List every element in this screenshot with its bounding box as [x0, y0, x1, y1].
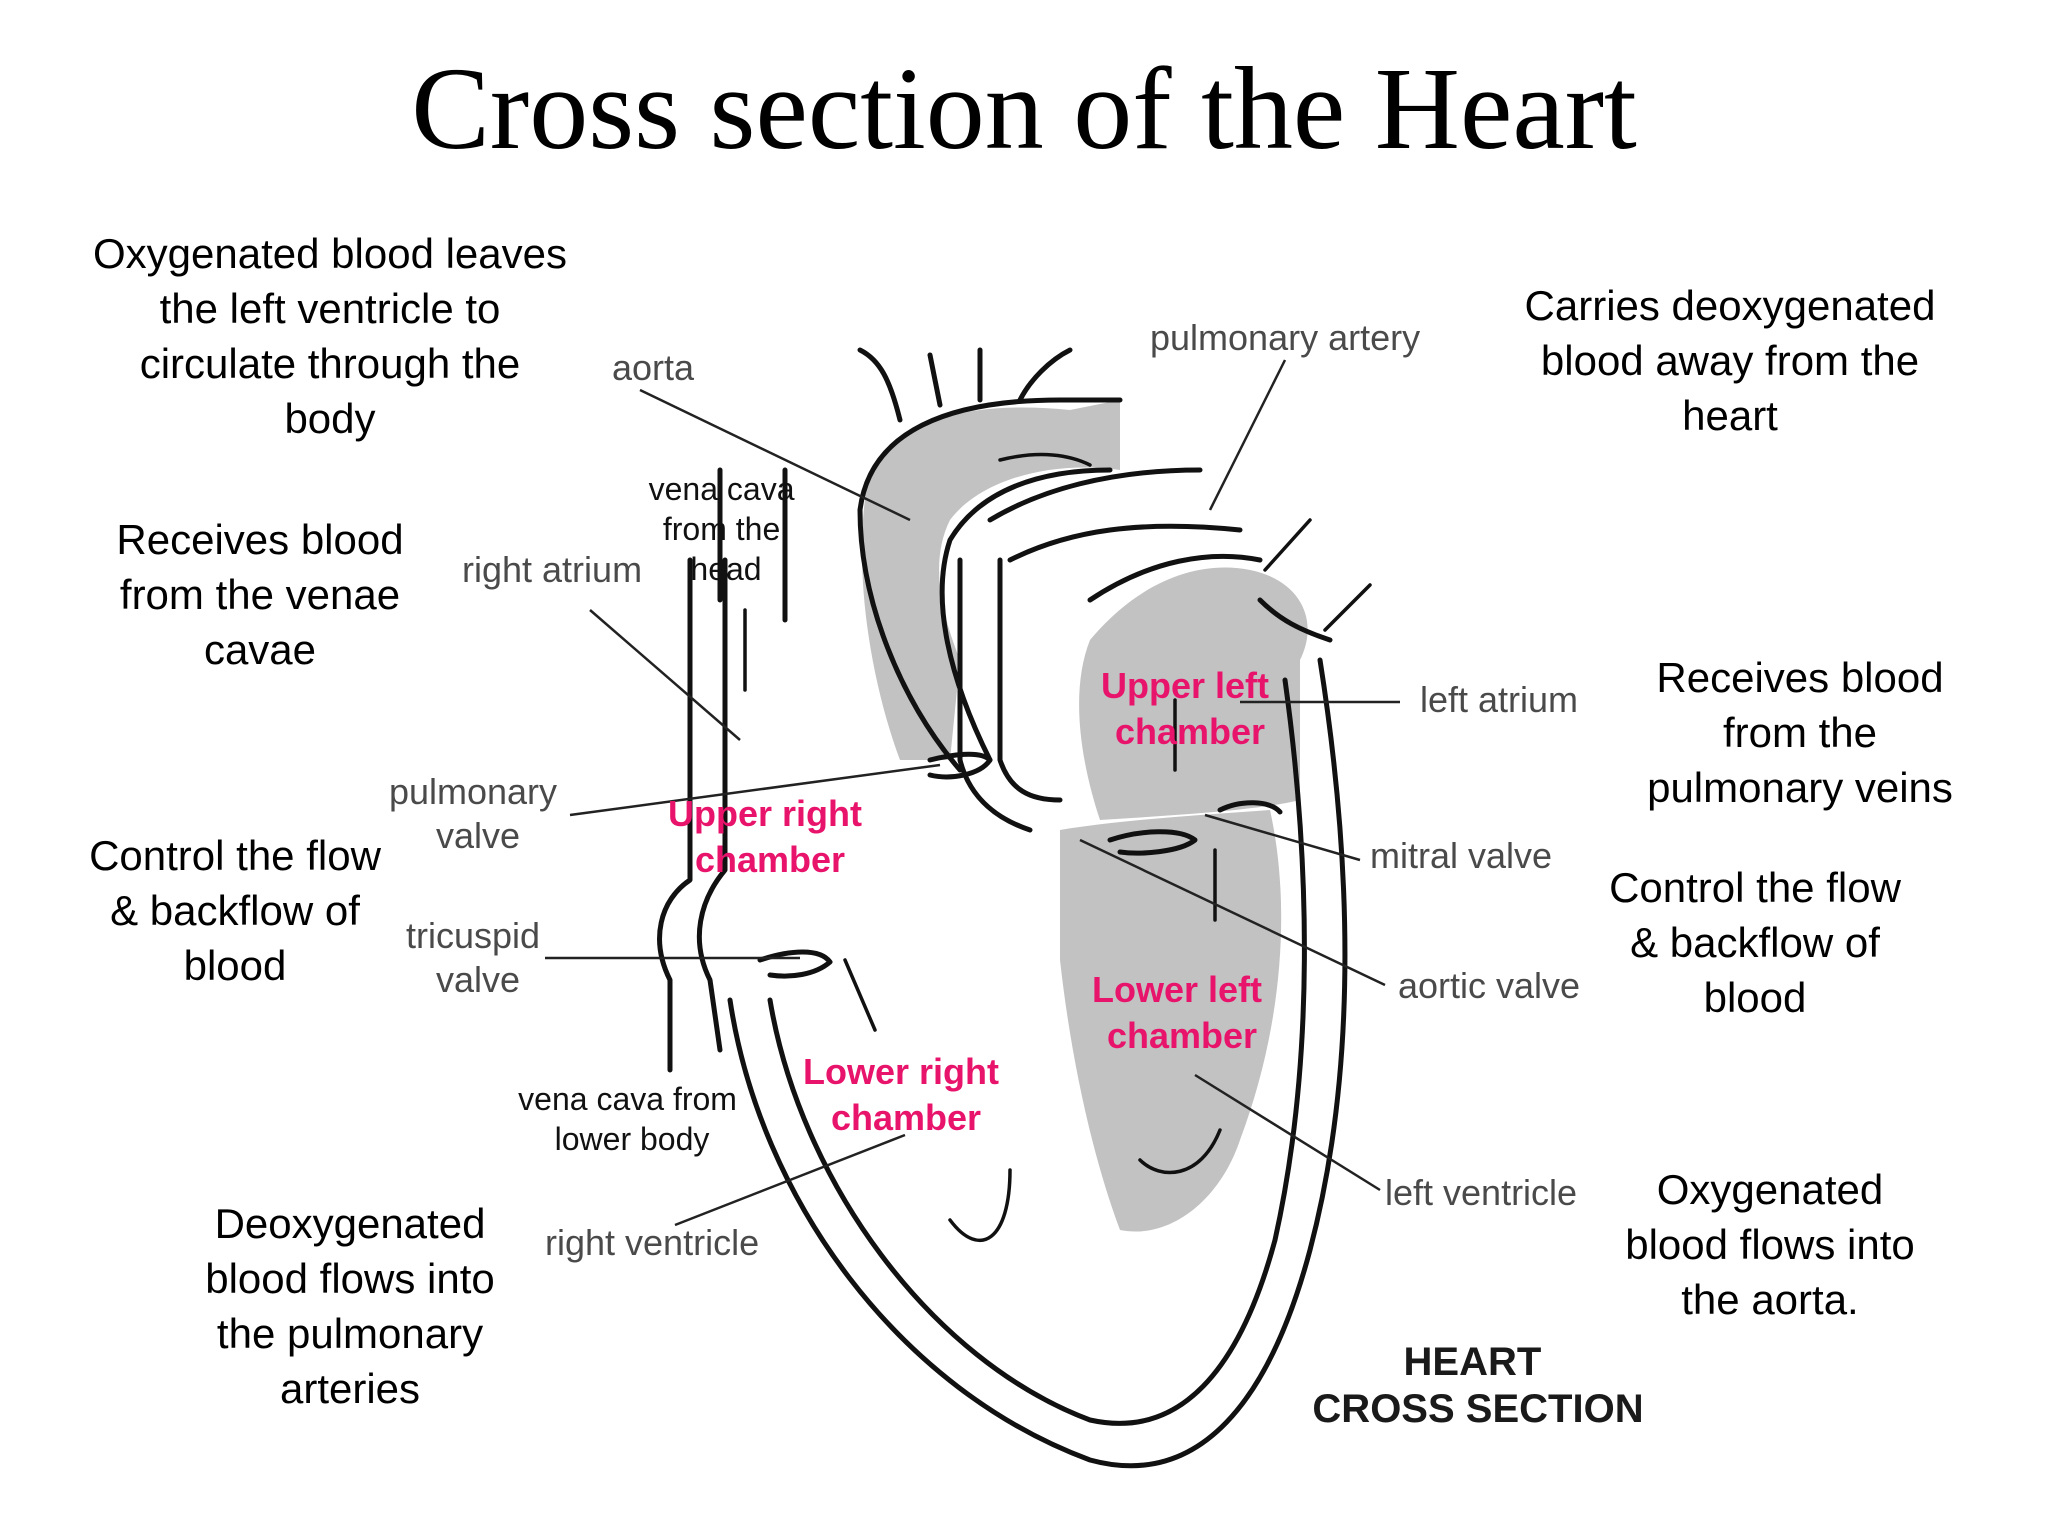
- chamber-upper-left: Upper left chamber: [1101, 665, 1279, 752]
- septum-right: [997, 557, 1063, 803]
- label-vena-cava-head: vena cava from the head: [649, 471, 804, 587]
- label-tricuspid-valve: tricuspid valve: [406, 915, 550, 1000]
- pulmonary-vein-2: [1257, 597, 1333, 643]
- pulmonary-vein-1: [1087, 553, 1263, 603]
- flow-arrow-aorta: [998, 452, 1092, 467]
- leader-right-atrium: [589, 609, 741, 741]
- leader-right-ventricle: [674, 1133, 906, 1227]
- aortic-valve-shape: [1217, 800, 1283, 815]
- label-left-ventricle: left ventricle: [1385, 1172, 1577, 1213]
- note-left-ventricle-function: Oxygenated blood flows into the aorta.: [1625, 1166, 1915, 1323]
- label-pulmonary-valve: pulmonary valve: [389, 771, 567, 856]
- outer-wall-right-inner: [696, 557, 728, 1053]
- aorta-branch-4: [1017, 347, 1073, 403]
- leader-aorta: [639, 388, 911, 522]
- note-pulmonary-artery-function: Carries deoxygenated blood away from the…: [1524, 282, 1936, 439]
- chamber-lower-right: Lower right chamber: [803, 1051, 1009, 1138]
- tricuspid-valve-shape: [757, 949, 833, 979]
- chamber-upper-right: Upper right chamber: [668, 793, 872, 880]
- note-right-ventricle-function: Deoxygenated blood flows into the pulmon…: [205, 1200, 495, 1412]
- leader-pulmonary-valve: [569, 763, 941, 817]
- label-aorta: aorta: [612, 347, 695, 388]
- outer-wall-right-side: [657, 557, 693, 1073]
- label-right-ventricle: right ventricle: [545, 1222, 759, 1263]
- flow-arrow-tricuspid: [843, 958, 877, 1032]
- septum-left: [957, 557, 1033, 833]
- note-right-valves-function: Control the flow & backflow of blood: [89, 832, 381, 989]
- flow-arrow-right-ventricle: [948, 1168, 1012, 1242]
- left-atrium-fill: [1079, 567, 1308, 820]
- label-aortic-valve: aortic valve: [1398, 965, 1580, 1006]
- left-ventricle-fill: [1060, 810, 1282, 1232]
- outer-wall-bottom: [727, 657, 1348, 1469]
- aorta-arch-outer: [857, 397, 1123, 773]
- leader-pulmonary-artery: [1208, 359, 1287, 511]
- pulmonary-artery-upper: [987, 467, 1203, 523]
- note-left-valves-function: Control the flow & backflow of blood: [1609, 864, 1901, 1021]
- outer-wall-bottom-inner: [767, 677, 1307, 1426]
- leader-aortic-valve: [1079, 838, 1386, 987]
- aorta-arch-fill: [861, 400, 1120, 760]
- label-right-atrium: right atrium: [462, 549, 642, 590]
- note-right-atrium-function: Receives blood from the venae cavae: [116, 516, 404, 673]
- flow-arrow-pulmonary-vein-1: [1263, 518, 1312, 572]
- pulmonary-valve-shape: [927, 751, 993, 780]
- slide-title: Cross section of the Heart: [411, 43, 1637, 174]
- label-vena-cava-lower: vena cava from lower body: [518, 1081, 746, 1157]
- flow-arrow-left-ventricle: [1138, 1128, 1222, 1175]
- note-aorta-function: Oxygenated blood leaves the left ventric…: [93, 230, 567, 442]
- note-left-atrium-function: Receives blood from the pulmonary veins: [1647, 654, 1953, 811]
- diagram-caption: HEART CROSS SECTION: [1312, 1340, 1643, 1431]
- label-mitral-valve: mitral valve: [1370, 835, 1552, 876]
- chamber-lower-left: Lower left chamber: [1092, 969, 1272, 1056]
- mitral-valve-shape: [1107, 829, 1198, 856]
- label-pulmonary-artery: pulmonary artery: [1150, 317, 1420, 358]
- pulmonary-artery-lower: [1007, 523, 1243, 563]
- leader-left-ventricle: [1194, 1073, 1381, 1192]
- label-left-atrium: left atrium: [1420, 679, 1578, 720]
- aorta-branch-1: [857, 347, 903, 423]
- aorta-branch-2: [927, 352, 943, 408]
- flow-arrow-pulmonary-vein-2: [1323, 583, 1372, 632]
- leader-mitral-valve: [1204, 813, 1361, 862]
